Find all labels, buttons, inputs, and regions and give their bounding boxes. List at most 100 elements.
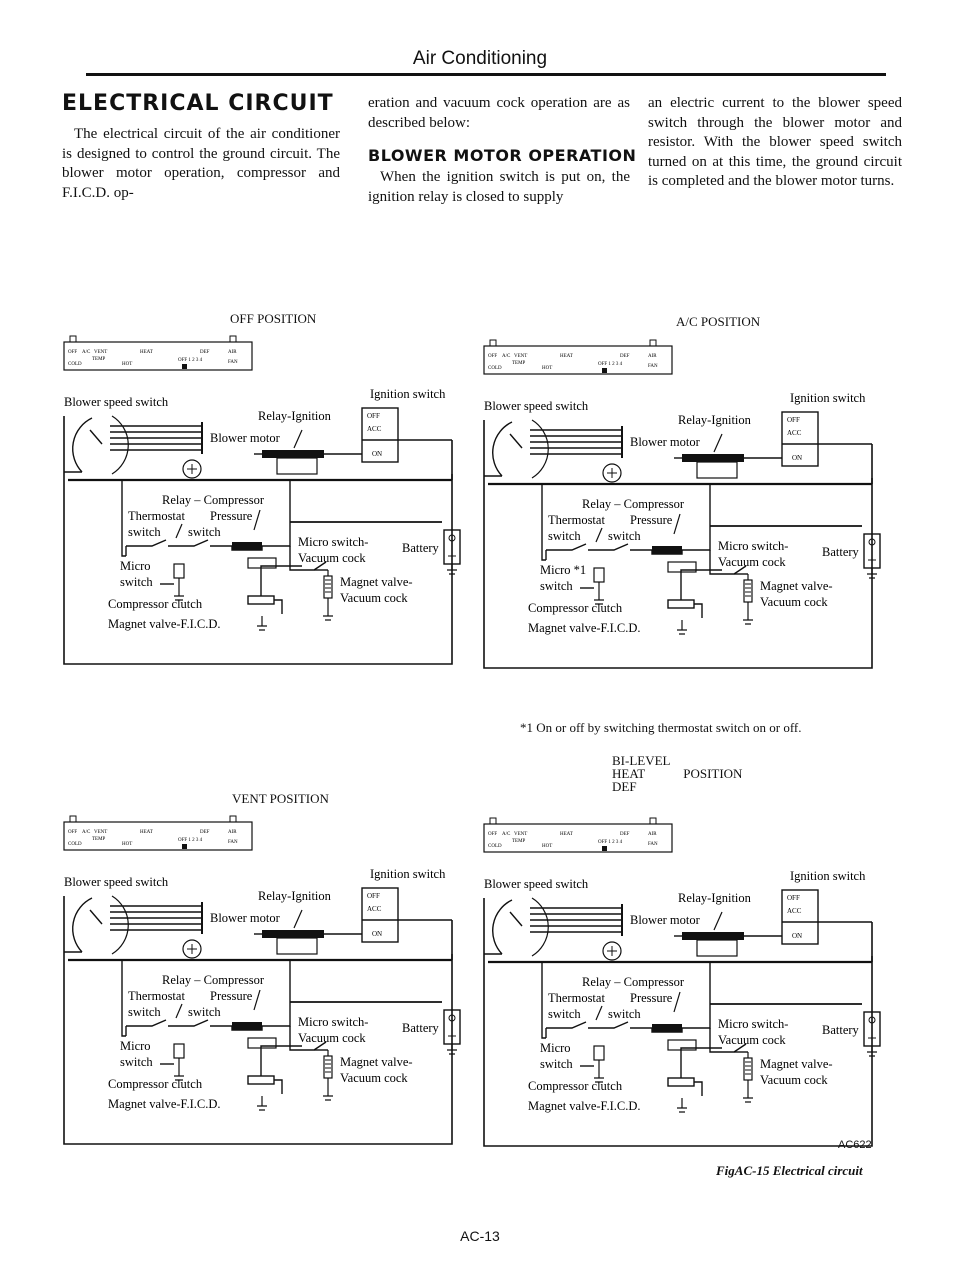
- relay-compressor-label: Relay – Compressor: [582, 975, 685, 989]
- control-panel: OFF A/C VENT HEAT DEF AIR COLD TEMP HOT …: [483, 817, 673, 853]
- thermostat-switch-label: switch: [128, 525, 161, 539]
- compressor-clutch-symbol: [247, 1037, 302, 1094]
- micro-label: Micro: [540, 1041, 571, 1055]
- relay-ignition: [254, 909, 362, 955]
- ign-acc-label: ACC: [367, 425, 382, 433]
- ctrl-temp-label: TEMP: [512, 361, 526, 366]
- figure-caption: FigAC-15 Electrical circuit: [716, 1163, 863, 1178]
- compressor-clutch-symbol: [667, 561, 722, 618]
- pressure-label: Pressure: [210, 989, 253, 1003]
- relay-compressor-label: Relay – Compressor: [162, 493, 265, 507]
- ctrl-ac-label: A/C: [82, 830, 91, 835]
- ctrl-vent-label: VENT: [514, 832, 527, 837]
- magnet-valve-label: Magnet valve-: [340, 1055, 413, 1069]
- magnet-valve-vacuum-cock-label: Vacuum cock: [760, 1073, 828, 1087]
- ign-acc-label: ACC: [787, 429, 802, 437]
- circuit-panel-vent: OFF A/C VENT HEAT DEF AIR COLD TEMP HOT …: [62, 814, 482, 1159]
- ctrl-fan-label: FAN: [648, 842, 658, 847]
- magnet-valve-ficd-label: Magnet valve-F.I.C.D.: [108, 1097, 221, 1111]
- ign-on-label: ON: [792, 932, 802, 940]
- ctrl-fan-scale: OFF 1 2 3 4: [178, 838, 203, 843]
- blower-motor-paragraph-part1: When the ignition switch is put on, the …: [368, 169, 630, 205]
- magnet-valve-ficd-label: Magnet valve-F.I.C.D.: [108, 617, 221, 631]
- micro-switch-vacuum-label: Micro switch-: [298, 535, 368, 549]
- micro-switch-vacuum-cock-label: Vacuum cock: [298, 551, 366, 565]
- panel-title-bilevel-line1: BI-LEVEL: [612, 753, 671, 768]
- panel-title-bilevel-line3: DEF: [612, 779, 637, 794]
- thermostat-switch-label: switch: [128, 1005, 161, 1019]
- blower-motor-label: Blower motor: [630, 435, 701, 449]
- relay-compressor-box: Relay – Compressor Thermostat Pressure s…: [541, 484, 711, 561]
- relay-compressor-label: Relay – Compressor: [582, 497, 685, 511]
- control-panel: OFF A/C VENT HEAT DEF AIR COLD TEMP HOT …: [63, 815, 253, 851]
- panel-title-off: OFF POSITION: [230, 311, 317, 326]
- ign-off-label: OFF: [367, 412, 380, 420]
- micro-label: Micro *1: [540, 563, 586, 577]
- magnet-valve-vacuum-cock-label: Vacuum cock: [340, 591, 408, 605]
- magnet-valve-vacuum-cock: [734, 1051, 753, 1103]
- figure-code: AC622: [838, 1139, 872, 1151]
- battery-symbol: [863, 1011, 881, 1057]
- compressor-clutch-label: Compressor clutch: [108, 597, 203, 611]
- panel-title-vent: VENT POSITION: [232, 791, 329, 806]
- micro-switch-vacuum-label: Micro switch-: [298, 1015, 368, 1029]
- ignition-switch: OFF ACC ON: [781, 411, 873, 484]
- relay-ignition-label: Relay-Ignition: [678, 891, 752, 905]
- blower-speed-switch-label: Blower speed switch: [484, 399, 589, 413]
- ctrl-heat-label: HEAT: [560, 354, 573, 359]
- ign-off-label: OFF: [367, 892, 380, 900]
- blower-motor: [488, 941, 872, 964]
- ctrl-hot-label: HOT: [542, 844, 552, 849]
- micro-switch-symbol: [580, 1045, 605, 1083]
- ctrl-heat-label: HEAT: [140, 830, 153, 835]
- blower-motor-label: Blower motor: [210, 431, 281, 445]
- magnet-valve-vacuum-cock-label: Vacuum cock: [340, 1071, 408, 1085]
- ctrl-fan-label: FAN: [228, 360, 238, 365]
- ctrl-ac-label: A/C: [502, 354, 511, 359]
- battery-label: Battery: [402, 541, 440, 555]
- micro-switch-vacuum-label: Micro switch-: [718, 1017, 788, 1031]
- ctrl-vent-label: VENT: [94, 830, 107, 835]
- panel-title-heat: HEAT: [612, 766, 646, 781]
- ctrl-air-label: AIR: [648, 832, 657, 837]
- blower-motor-label: Blower motor: [630, 913, 701, 927]
- relay-ignition: [674, 911, 782, 957]
- thermostat-switch-label: switch: [548, 529, 581, 543]
- micro-label: Micro: [120, 1039, 151, 1053]
- relay-ignition: [254, 429, 362, 475]
- blower-speed-switch-label: Blower speed switch: [64, 395, 169, 409]
- micro-switch-symbol: [580, 567, 605, 605]
- ctrl-def-label: DEF: [620, 354, 630, 359]
- ctrl-fan-label: FAN: [648, 364, 658, 369]
- ctrl-air-label: AIR: [228, 350, 237, 355]
- panel-title-ac: A/C POSITION: [676, 314, 761, 329]
- blower-speed-switch: [64, 415, 203, 475]
- ctrl-heat-label: HEAT: [560, 832, 573, 837]
- compressor-clutch-label: Compressor clutch: [528, 601, 623, 615]
- magnet-valve-ficd-label: Magnet valve-F.I.C.D.: [528, 1099, 641, 1113]
- ctrl-fan-scale: OFF 1 2 3 4: [598, 840, 623, 845]
- battery-label: Battery: [402, 1021, 440, 1035]
- thermostat-switch-label: switch: [548, 1007, 581, 1021]
- ctrl-cold-label: COLD: [68, 362, 82, 367]
- micro-switch-symbol: [160, 1043, 185, 1081]
- ctrl-air-label: AIR: [648, 354, 657, 359]
- battery-symbol: [443, 1009, 461, 1055]
- ctrl-hot-label: HOT: [122, 842, 132, 847]
- blower-motor-paragraph-part2: an electric current to the blower speed …: [648, 95, 902, 189]
- ignition-switch-label: Ignition switch: [790, 869, 866, 883]
- magnet-valve-vacuum-cock: [314, 1049, 333, 1101]
- compressor-clutch-label: Compressor clutch: [108, 1077, 203, 1091]
- header-rule: [86, 73, 886, 76]
- pressure-switch-label: switch: [608, 1007, 641, 1021]
- micro-switch-vacuum-cock-label: Vacuum cock: [298, 1031, 366, 1045]
- ctrl-temp-label: TEMP: [92, 837, 106, 842]
- ctrl-off-label: OFF: [68, 350, 77, 355]
- ign-acc-label: ACC: [367, 905, 382, 913]
- compressor-clutch-label: Compressor clutch: [528, 1079, 623, 1093]
- relay-compressor-box: Relay – Compressor Thermostat Pressure s…: [541, 962, 711, 1039]
- thermostat-label: Thermostat: [548, 513, 605, 527]
- compressor-clutch-symbol: [667, 1039, 722, 1096]
